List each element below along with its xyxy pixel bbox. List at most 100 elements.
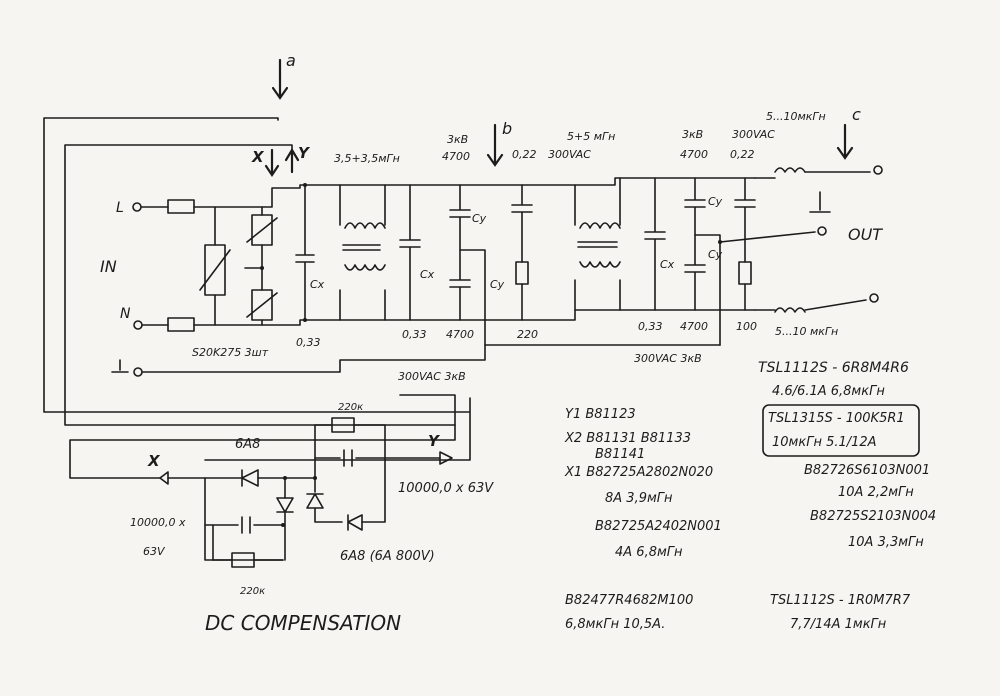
label-bottom-033a: 0,33 bbox=[296, 336, 321, 349]
note-t2: TSL1315S - 100K5R1 bbox=[768, 411, 905, 426]
label-bottom-220: 220 bbox=[517, 328, 538, 341]
label-cy-top1-val: 4700 bbox=[442, 150, 470, 163]
label-cy-top1-kv: 3кВ bbox=[447, 133, 468, 146]
label-b: b bbox=[502, 119, 512, 138]
label-r-top: 220к bbox=[338, 402, 363, 413]
label-cy-4: Cy bbox=[708, 248, 723, 261]
label-bottom-100: 100 bbox=[736, 320, 757, 333]
note-t1b: 4.6/6.1A 6,8мкГн bbox=[772, 384, 885, 399]
note-p3b: 6,8мкГн 10,5A. bbox=[565, 617, 665, 632]
label-rating2: 300VAC 3кВ bbox=[634, 352, 702, 365]
label-cx4-rating: 300VAC bbox=[732, 128, 775, 141]
label-cy-top2-kv: 3кВ bbox=[682, 128, 703, 141]
label-cx-3: Cx bbox=[660, 258, 675, 271]
label-bottom-4700b: 4700 bbox=[680, 320, 708, 333]
varistor-1 bbox=[204, 244, 226, 296]
terminal-ground bbox=[133, 367, 143, 377]
x-wire bbox=[69, 424, 456, 479]
label-d1: 6A8 bbox=[235, 437, 260, 452]
note-t2b: 10мкГн 5.1/12A bbox=[772, 435, 877, 450]
varistor-2 bbox=[251, 214, 273, 246]
label-c: c bbox=[852, 105, 861, 124]
label-x-top: X bbox=[251, 148, 265, 166]
note-x2: X2 B81131 B81133 bbox=[564, 431, 691, 446]
y-dc-arrow bbox=[439, 451, 453, 465]
arrow-a bbox=[271, 58, 289, 100]
label-a: a bbox=[286, 51, 296, 70]
note-t3: B82726S6103N001 bbox=[804, 463, 930, 478]
feedback-loop-outer bbox=[43, 117, 471, 461]
label-choke1: 3,5+3,5мГн bbox=[334, 152, 400, 165]
label-choke-out: 5...10мкГн bbox=[766, 110, 826, 123]
label-cy-3: Cy bbox=[708, 195, 723, 208]
label-c-dc2b: 63V bbox=[143, 545, 166, 558]
label-choke-out2: 5...10 мкГн bbox=[775, 325, 838, 338]
out-terminal-top bbox=[873, 165, 883, 175]
label-cx2-rating: 300VAC bbox=[548, 148, 591, 161]
note-t4: B82725S2103N004 bbox=[810, 509, 936, 524]
label-bottom-033b: 0,33 bbox=[402, 328, 427, 341]
label-choke2: 5+5 мГн bbox=[567, 130, 615, 143]
label-cy-2: Cy bbox=[490, 278, 505, 291]
label-varistor: S20K275 3шт bbox=[192, 346, 269, 359]
note-t5b: 7,7/14A 1мкГн bbox=[790, 617, 887, 632]
choke-2-bottom bbox=[579, 261, 621, 268]
label-r-bot: 220к bbox=[240, 586, 265, 597]
output-choke-bottom bbox=[774, 307, 806, 313]
label-out: OUT bbox=[848, 225, 883, 244]
diode-6a8-1 bbox=[241, 469, 259, 487]
choke-2-top bbox=[579, 222, 621, 229]
label-rating1: 300VAC 3кВ bbox=[398, 370, 466, 383]
fuse-L bbox=[167, 199, 195, 214]
out-terminal-bottom bbox=[869, 293, 879, 303]
label-y-top: Y bbox=[298, 144, 311, 162]
arrow-b bbox=[486, 123, 504, 167]
ground-symbol bbox=[111, 359, 129, 373]
choke-1-top bbox=[344, 222, 386, 229]
note-x1: X1 B82725A2802N020 bbox=[564, 465, 713, 480]
resistor-100 bbox=[738, 261, 752, 285]
label-y-dc: Y bbox=[428, 432, 441, 450]
fuse-N bbox=[167, 317, 195, 332]
label-cy-top2-val: 4700 bbox=[680, 148, 708, 161]
note-p3: B82477R4682M100 bbox=[565, 593, 693, 608]
label-cx2-val: 0,22 bbox=[512, 148, 537, 161]
diode-bridge-1 bbox=[276, 497, 294, 513]
note-p2: B82725A2402N001 bbox=[595, 519, 722, 534]
diode-6a8-2 bbox=[347, 514, 363, 531]
resistor-220 bbox=[515, 261, 529, 285]
label-c-dc2a: 10000,0 х bbox=[130, 516, 186, 529]
note-t3b: 10A 2,2мГн bbox=[838, 485, 914, 500]
out-terminal-mid bbox=[817, 226, 827, 236]
label-x-dc: X bbox=[147, 452, 161, 470]
note-p2b: 4A 6,8мГн bbox=[615, 545, 683, 560]
tsl-box bbox=[762, 404, 920, 457]
feedback-loop-inner bbox=[64, 144, 456, 426]
arrow-c bbox=[836, 123, 854, 160]
note-y1: Y1 B81123 bbox=[565, 407, 636, 422]
label-d2: 6A8 (6A 800V) bbox=[340, 549, 435, 564]
label-bottom-4700a: 4700 bbox=[446, 328, 474, 341]
terminal-L bbox=[132, 202, 142, 212]
label-cx-2: Cx bbox=[420, 268, 435, 281]
varistor-3 bbox=[251, 289, 273, 321]
label-c-dc1: 10000,0 х 63V bbox=[398, 481, 494, 496]
note-x1b: 8A 3,9мГн bbox=[605, 491, 673, 506]
label-cx4-val: 0,22 bbox=[730, 148, 755, 161]
x-dc-arrow bbox=[159, 471, 169, 485]
terminal-N bbox=[133, 320, 143, 330]
dc-compensation-title: DC COMPENSATION bbox=[205, 611, 401, 635]
output-choke-top bbox=[774, 167, 806, 173]
note-t4b: 10A 3,3мГн bbox=[848, 535, 924, 550]
note-t5: TSL1112S - 1R0M7R7 bbox=[770, 593, 911, 608]
label-N: N bbox=[120, 306, 131, 322]
note-x2b: B81141 bbox=[595, 447, 645, 462]
label-IN: IN bbox=[100, 257, 117, 276]
choke-1-bottom bbox=[344, 264, 386, 271]
label-cx-1: Cx bbox=[310, 278, 325, 291]
label-cy-1: Cy bbox=[472, 212, 487, 225]
label-bottom-033c: 0,33 bbox=[638, 320, 663, 333]
label-L: L bbox=[116, 200, 124, 216]
